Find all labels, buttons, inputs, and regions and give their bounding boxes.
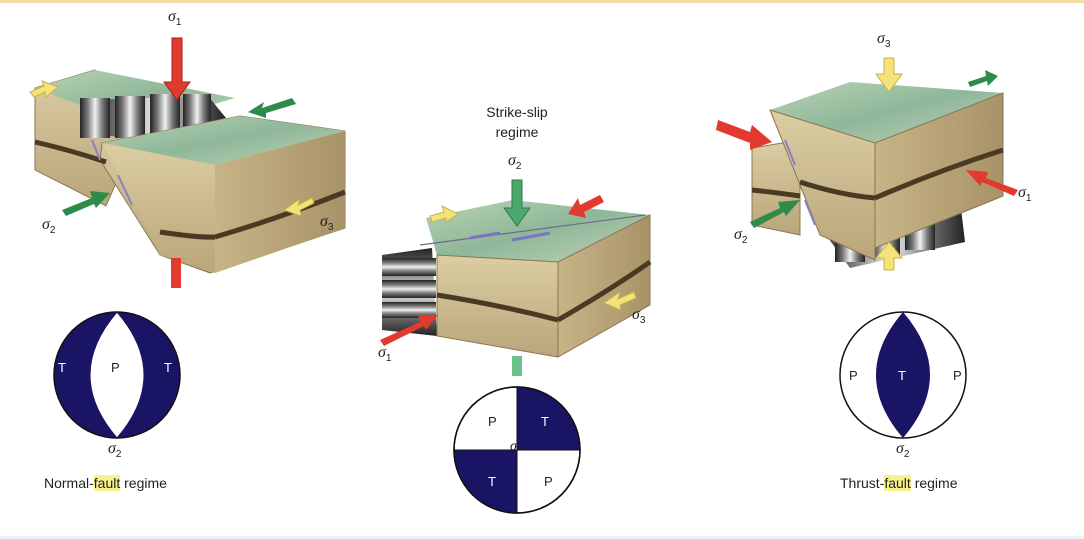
normal-fault-block (29, 37, 346, 288)
thrust-beachball (839, 311, 967, 439)
thrust-fault-caption: Thrust-fault regime (840, 475, 958, 491)
thrust-sigma3-label: σ3 (877, 30, 891, 51)
strike-slip-title-line2: regime (495, 124, 539, 140)
thrust-beachball-left-label: P (849, 368, 858, 383)
strike-slip-beachball-br-label: P (544, 474, 553, 489)
thrust-beachball-sigma2-label: σ2 (896, 440, 910, 461)
strike-slip-beachball (453, 386, 581, 514)
top-border (0, 0, 1084, 3)
normal-beachball (53, 311, 181, 439)
strike-slip-title-line1: Strike-slip (486, 104, 548, 120)
strike-slip-sigma1-label: σ1 (378, 344, 392, 365)
thrust-beachball-center-label: T (898, 368, 906, 383)
thrust-fault-block (716, 57, 1018, 271)
thrust-sigma1-label: σ1 (1018, 184, 1032, 205)
normal-beachball-left-label: T (58, 360, 66, 375)
strike-slip-beachball-bl-label: T (488, 474, 496, 489)
normal-sigma1-label: σ1 (168, 8, 182, 29)
thrust-sigma2-label: σ2 (734, 226, 748, 247)
normal-beachball-right-label: T (164, 360, 172, 375)
normal-sigma2-label: σ2 (42, 216, 56, 237)
strike-slip-beachball-center-label: σ (510, 439, 517, 454)
strike-slip-beachball-tl-label: P (488, 414, 497, 429)
strike-slip-beachball-tr-label: T (541, 414, 549, 429)
bottom-border (0, 536, 1084, 539)
strike-slip-sigma2-label: σ2 (508, 152, 522, 173)
strike-slip-sigma3-label: σ3 (632, 306, 646, 327)
normal-fault-caption: Normal-fault regime (44, 475, 167, 491)
thrust-beachball-right-label: P (953, 368, 962, 383)
strike-slip-block (380, 179, 652, 376)
normal-beachball-center-label: P (111, 360, 120, 375)
normal-beachball-sigma2-label: σ2 (108, 440, 122, 461)
normal-sigma3-label: σ3 (320, 213, 334, 234)
strike-slip-title: Strike-slip regime (470, 102, 564, 142)
